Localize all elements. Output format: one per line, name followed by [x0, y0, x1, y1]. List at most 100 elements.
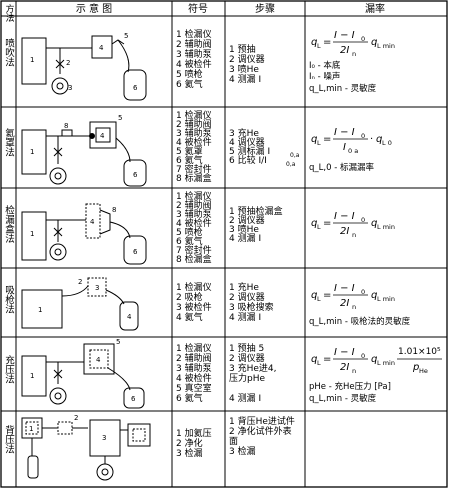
- method-column: 喷吹法 氦罩法 检漏盒法 吸枪法 充压法 背压法: [3, 38, 15, 454]
- symbol-item: 3 辅助泵: [176, 208, 212, 220]
- formula-block: q L = I − I 0 I 0 a · q L 0 q_L,0 - 标漏漏率: [309, 127, 392, 173]
- symbol-item: 4 被检件: [176, 217, 212, 229]
- svg-text:2: 2: [74, 414, 78, 422]
- symbol-item: 4 被检件: [176, 58, 212, 70]
- symbol-item: 4 被检件: [176, 136, 212, 148]
- symbol-item: 5 喷枪: [176, 68, 203, 80]
- svg-text:3: 3: [95, 284, 99, 292]
- symbol-item: 2 辅助阀: [176, 352, 212, 364]
- svg-text:q: q: [371, 218, 377, 229]
- svg-text:q: q: [311, 218, 317, 229]
- svg-text:=: =: [323, 354, 331, 365]
- svg-text:4: 4: [90, 218, 95, 226]
- svg-text:L min: L min: [377, 359, 395, 367]
- svg-text:2I: 2I: [340, 45, 349, 56]
- formula-block: q L = I − I 0 2I n q L min q_L,min - 吸枪法…: [309, 283, 411, 327]
- diagram-helium-hood: 1 8 4 5 6: [21, 114, 147, 187]
- diagram-sniffer: 1 3 4 2: [21, 277, 139, 331]
- steps-column: 1 预抽 2 调仪器 3 喷He 4 测漏 I 3 充He 4 调仪器 5 测标…: [229, 43, 300, 457]
- svg-text:8: 8: [64, 122, 68, 130]
- step-item: 2 调仪器: [229, 353, 265, 364]
- symbol-item: 2 辅助阀: [176, 118, 212, 130]
- symbol-item: 6 氦气: [176, 78, 203, 90]
- svg-text:2: 2: [78, 278, 82, 286]
- symbol-item: 2 吸枪: [176, 291, 203, 303]
- svg-text:pHe - 充He压力 [Pa]: pHe - 充He压力 [Pa]: [309, 381, 391, 392]
- leak-rate-column: q L = I − I 0 2I n q L min I₀ - 本底 Iₙ - …: [309, 30, 442, 404]
- svg-text:p: p: [412, 362, 419, 373]
- svg-text:L min: L min: [377, 295, 395, 303]
- symbol-item: 8 标漏盒: [176, 172, 212, 184]
- symbol-item: 3 辅助泵: [176, 127, 212, 139]
- step-item: 1 预抽检漏盒: [229, 205, 283, 217]
- svg-text:=: =: [323, 218, 331, 229]
- symbol-column: 1 检漏仪 2 辅助阀 3 辅助泵 4 被检件 5 喷枪 6 氦气 1 检漏仪 …: [176, 28, 212, 459]
- step-item: 5 测标漏 I: [229, 145, 270, 157]
- diagram-spray: 1 4 2 3 5 6: [21, 32, 147, 101]
- svg-text:0: 0: [361, 288, 365, 296]
- symbol-item: 3 被检件: [176, 301, 212, 313]
- svg-text:q: q: [376, 134, 382, 145]
- step-subscript: 0,a: [286, 161, 296, 168]
- symbol-item: 5 氦罩: [176, 145, 203, 157]
- method-label: 充压法: [3, 354, 15, 384]
- symbol-item: 3 检漏: [176, 447, 203, 459]
- svg-text:q_L,min - 吸枪法的灵敏度: q_L,min - 吸枪法的灵敏度: [309, 316, 411, 327]
- step-item: 2 调仪器: [229, 215, 265, 226]
- svg-text:q: q: [311, 290, 317, 301]
- svg-text:q_L,min - 灵敏度: q_L,min - 灵敏度: [309, 83, 377, 94]
- header-diagram: 示 意 图: [76, 2, 112, 15]
- svg-text:5: 5: [118, 114, 122, 122]
- symbol-item: 2 辅助阀: [176, 199, 212, 211]
- step-item: 1 充He: [229, 281, 259, 293]
- symbol-item: 4 氦气: [176, 311, 203, 323]
- symbol-item: 4 被检件: [176, 372, 212, 384]
- svg-text:I − I: I − I: [334, 211, 355, 222]
- svg-text:=: =: [323, 134, 331, 145]
- symbol-item: 5 真空室: [176, 382, 212, 394]
- method-label: 氦罩法: [3, 127, 15, 157]
- svg-text:L: L: [317, 295, 321, 303]
- svg-text:L min: L min: [377, 42, 395, 50]
- symbol-item: 2 净化: [176, 437, 203, 449]
- formula-block: q L = I − I 0 2I n q L min: [311, 211, 395, 239]
- svg-text:L: L: [317, 223, 321, 231]
- svg-text:q: q: [311, 354, 317, 365]
- svg-text:1: 1: [30, 56, 34, 64]
- step-item: 4 测漏 I: [229, 73, 261, 85]
- symbol-item: 1 检漏仪: [176, 190, 212, 202]
- svg-text:q: q: [311, 134, 317, 145]
- svg-text:1: 1: [29, 425, 33, 433]
- svg-text:I − I: I − I: [334, 283, 355, 294]
- svg-text:8: 8: [112, 206, 116, 214]
- step-item: 1 预抽 5: [229, 342, 264, 354]
- symbol-item: 2 辅助阀: [176, 38, 212, 50]
- svg-text:L: L: [317, 139, 321, 147]
- svg-text:I₀ - 本底: I₀ - 本底: [309, 60, 341, 71]
- step-item: 3 充He进4,: [229, 362, 276, 374]
- svg-text:L 0: L 0: [382, 139, 392, 147]
- step-item: 1 背压He进试件: [229, 415, 295, 427]
- svg-text:q_L,0 - 标漏漏率: q_L,0 - 标漏漏率: [309, 162, 374, 173]
- symbol-item: 8 检漏盒: [176, 253, 212, 265]
- svg-text:q: q: [371, 37, 377, 48]
- svg-text:L: L: [317, 359, 321, 367]
- formula-block: q L = I − I 0 2I n q L min I₀ - 本底 Iₙ - …: [309, 30, 395, 94]
- svg-text:q: q: [371, 354, 377, 365]
- svg-text:q_L,min - 灵敏度: q_L,min - 灵敏度: [309, 393, 377, 404]
- svg-text:0 a: 0 a: [348, 147, 358, 155]
- svg-text:3: 3: [68, 84, 72, 92]
- table-header: 方法 示 意 图 符号 步骤 漏率: [4, 2, 386, 23]
- step-item: 3 喷He: [229, 64, 259, 75]
- symbol-item: 3 辅助泵: [176, 362, 212, 374]
- svg-text:I − I: I − I: [334, 127, 355, 138]
- svg-text:2I: 2I: [340, 226, 349, 237]
- svg-text:5: 5: [124, 32, 128, 40]
- method-label: 喷吹法: [3, 38, 15, 67]
- symbol-item: 5 喷枪: [176, 226, 203, 238]
- svg-text:0: 0: [361, 35, 365, 43]
- svg-text:I: I: [343, 142, 346, 153]
- svg-text:=: =: [323, 37, 331, 48]
- svg-text:6: 6: [131, 395, 136, 403]
